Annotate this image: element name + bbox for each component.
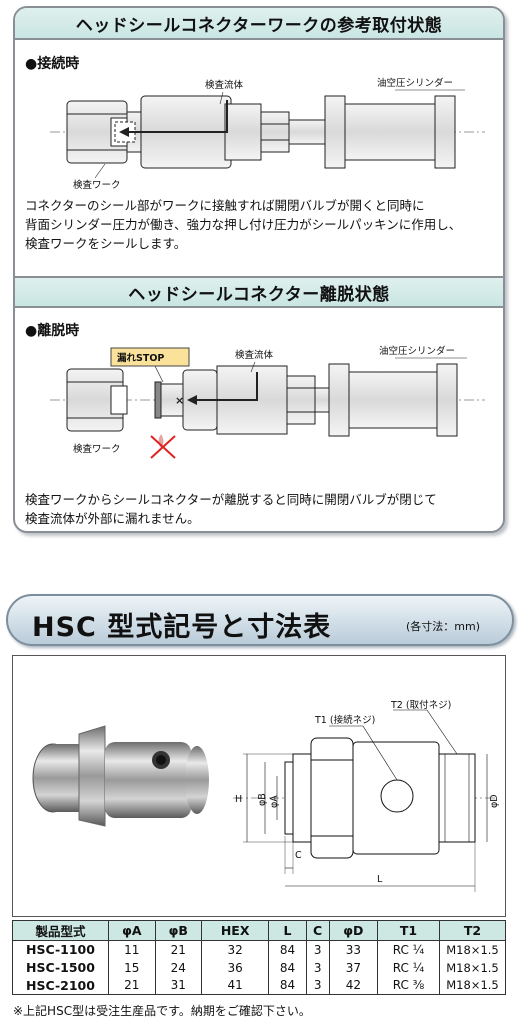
cell: 84 bbox=[268, 940, 307, 959]
h-dim-label: H bbox=[235, 794, 242, 805]
cell: M18×1.5 bbox=[439, 940, 506, 959]
section2-title: ヘッドシールコネクター離脱状態 bbox=[15, 276, 503, 308]
cylinder-label-2: 油空圧シリンダー bbox=[379, 345, 455, 357]
column-header: T1 bbox=[377, 920, 440, 941]
work-label: 検査ワーク bbox=[73, 179, 121, 191]
t1-label: T1 (接続ネジ) bbox=[314, 714, 375, 726]
fluid-label-2: 検査流体 bbox=[235, 349, 274, 361]
table-row: HSC-1100 11 21 32 84 3 33 RC ¼ M18×1.5 bbox=[12, 940, 506, 959]
mounting-panel: ヘッドシールコネクターワークの参考取付状態 ●接続時 bbox=[13, 6, 505, 533]
cell: 15 bbox=[108, 958, 156, 977]
connected-diagram: 検査流体 油空圧シリンダー 検査ワーク bbox=[50, 77, 485, 191]
section2-description: 検査ワークからシールコネクターが離脱すると同時に開閉バルブが閉じて 検査流体が外… bbox=[25, 492, 437, 526]
section2-bullet: ●離脱時 bbox=[25, 323, 80, 339]
cell: 3 bbox=[305, 976, 330, 995]
cell: M18×1.5 bbox=[439, 958, 506, 977]
cell: 33 bbox=[328, 940, 379, 959]
l-dim-label: L bbox=[377, 874, 383, 885]
column-header: HEX bbox=[200, 920, 270, 941]
column-header: φA bbox=[108, 920, 156, 941]
cell: 3 bbox=[305, 940, 330, 959]
spec-title: HSC 型式記号と寸法表 bbox=[32, 612, 332, 643]
column-header: φD bbox=[328, 920, 379, 941]
cell: 42 bbox=[328, 976, 379, 995]
column-header: φB bbox=[154, 920, 202, 941]
cell: 84 bbox=[268, 976, 307, 995]
cell: 3 bbox=[305, 958, 330, 977]
fluid-label: 検査流体 bbox=[205, 79, 244, 91]
section1-description: コネクターのシール部がワークに接触すれば開閉バルブが開くと同時に 背面シリンダー… bbox=[25, 198, 462, 251]
cell: 36 bbox=[200, 958, 270, 977]
table-header-row: 製品型式 φA φB HEX L C φD T1 T2 bbox=[12, 920, 506, 941]
t2-label: T2 (取付ネジ) bbox=[390, 700, 451, 711]
column-header: C bbox=[305, 920, 330, 941]
cell: 21 bbox=[108, 976, 156, 995]
no-leak-icon bbox=[150, 434, 176, 459]
column-header: 製品型式 bbox=[12, 920, 109, 941]
d-dim-label: φD bbox=[489, 794, 500, 808]
a-dim-label: φA bbox=[269, 795, 280, 808]
table-row: HSC-1500 15 24 36 84 3 37 RC ¼ M18×1.5 bbox=[12, 958, 506, 977]
b-dim-label: φB bbox=[257, 793, 268, 806]
cell-model: HSC-1500 bbox=[12, 958, 109, 977]
spec-figure: T1 (接続ネジ) T2 (取付ネジ) H φB φA φD C L bbox=[12, 655, 506, 917]
unit-note: (各寸法：mm) bbox=[406, 620, 481, 633]
cell: 84 bbox=[268, 958, 307, 977]
svg-text:×: × bbox=[175, 394, 184, 407]
spec-table: 製品型式 φA φB HEX L C φD T1 T2 HSC-1100 11 … bbox=[12, 920, 506, 995]
cell-model: HSC-2100 bbox=[12, 976, 109, 995]
cell: RC ¼ bbox=[377, 940, 440, 959]
column-header: T2 bbox=[439, 920, 506, 941]
dimension-drawing: T1 (接続ネジ) T2 (取付ネジ) H φB φA φD C L bbox=[233, 700, 500, 892]
footnote: ※上記HSC型は受注生産品です。納期をご確認下さい。 bbox=[13, 1004, 311, 1018]
cell: RC ⅜ bbox=[377, 976, 440, 995]
cell: 41 bbox=[200, 976, 270, 995]
cell: 32 bbox=[200, 940, 270, 959]
cylinder-label: 油空圧シリンダー bbox=[377, 77, 453, 89]
c-dim-label: C bbox=[295, 850, 302, 861]
cell-model: HSC-1100 bbox=[12, 940, 109, 959]
leak-stop-label: 漏れSTOP bbox=[117, 352, 164, 364]
spec-title-bar: HSC 型式記号と寸法表 (各寸法：mm) bbox=[6, 594, 514, 646]
cell: 11 bbox=[108, 940, 156, 959]
cell: 21 bbox=[154, 940, 202, 959]
cell: 31 bbox=[154, 976, 202, 995]
cell: 37 bbox=[328, 958, 379, 977]
cell: M18×1.5 bbox=[439, 976, 506, 995]
disconnected-diagram: × 漏れSTOP 検査流体 油空圧シリンダー 検査ワーク bbox=[50, 345, 485, 459]
cell: RC ¼ bbox=[377, 958, 440, 977]
cell: 24 bbox=[154, 958, 202, 977]
work-label-2: 検査ワーク bbox=[73, 443, 121, 455]
section1-bullet: ●接続時 bbox=[25, 56, 80, 72]
product-photo bbox=[32, 725, 209, 827]
table-row: HSC-2100 21 31 41 84 3 42 RC ⅜ M18×1.5 bbox=[12, 976, 506, 995]
column-header: L bbox=[268, 920, 307, 941]
section1-title: ヘッドシールコネクターワークの参考取付状態 bbox=[15, 8, 503, 40]
